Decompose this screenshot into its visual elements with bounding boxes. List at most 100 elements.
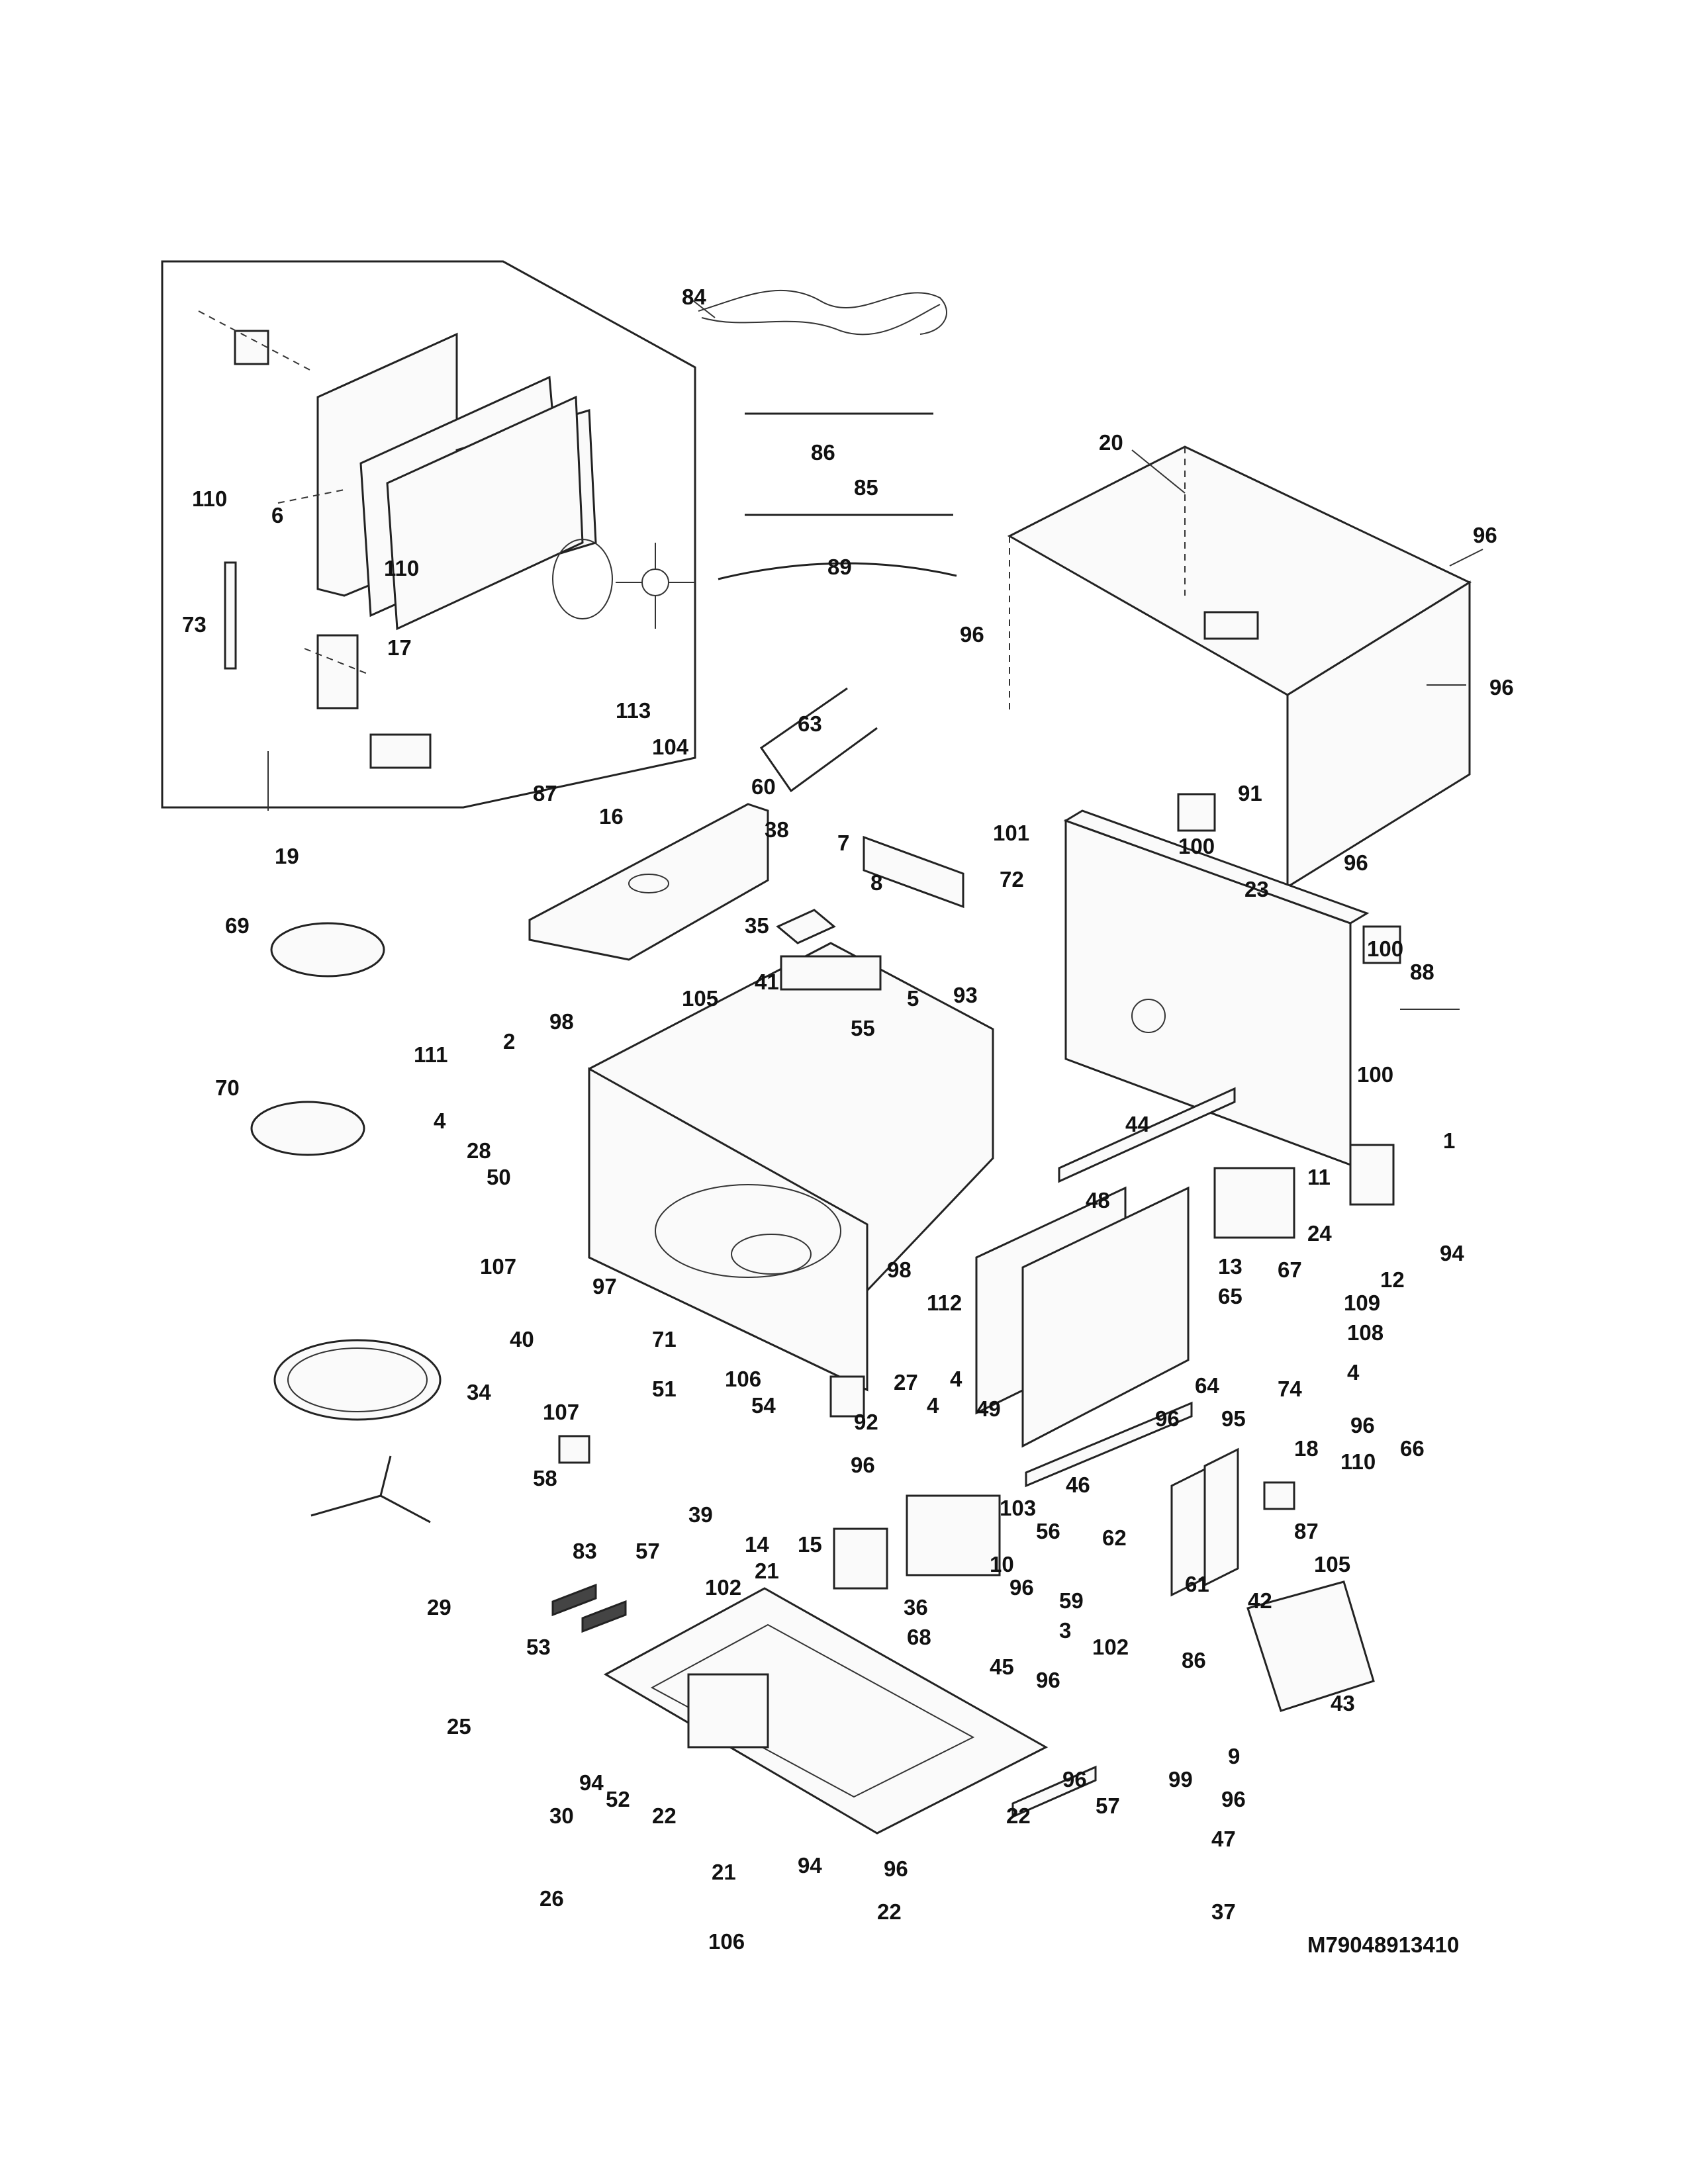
outer-case: [1007, 445, 1472, 889]
callout-67: 67: [1278, 1257, 1302, 1282]
callout-73: 73: [182, 612, 207, 637]
callout-15: 15: [798, 1532, 822, 1557]
callout-87: 87: [533, 781, 557, 805]
callout-48: 48: [1086, 1188, 1110, 1212]
callout-100c: 100: [1357, 1062, 1393, 1087]
components: [833, 1144, 1395, 1712]
callout-92: 92: [854, 1410, 878, 1434]
callout-96h: 96: [1009, 1575, 1034, 1600]
callout-38: 38: [765, 817, 789, 842]
callout-60: 60: [751, 774, 776, 799]
callout-96e: 96: [1155, 1406, 1180, 1431]
callout-35: 35: [745, 913, 769, 938]
callout-112: 112: [927, 1291, 962, 1315]
callout-17: 17: [387, 635, 412, 660]
callout-51: 51: [652, 1377, 677, 1401]
callout-43: 43: [1331, 1691, 1355, 1715]
callout-19: 19: [275, 844, 299, 868]
callout-55: 55: [851, 1016, 875, 1040]
callout-57b: 57: [1096, 1794, 1120, 1818]
callout-6: 6: [271, 503, 283, 527]
callout-86b: 86: [1182, 1648, 1206, 1672]
callout-86: 86: [811, 440, 835, 465]
top-plate: [528, 803, 769, 961]
callout-18: 18: [1294, 1436, 1319, 1461]
callout-22c: 22: [877, 1899, 902, 1924]
panel-49: [1021, 1186, 1190, 1448]
callout-11: 11: [1307, 1165, 1331, 1189]
wire-harness: [698, 289, 957, 793]
callout-64: 64: [1195, 1373, 1219, 1398]
callout-108: 108: [1347, 1320, 1383, 1345]
callout-96g: 96: [851, 1453, 875, 1477]
callout-61: 61: [1185, 1572, 1209, 1596]
callout-69: 69: [225, 913, 250, 938]
callout-110c: 110: [1340, 1449, 1376, 1474]
callout-9: 9: [1228, 1744, 1240, 1768]
callout-13: 13: [1218, 1254, 1243, 1279]
callout-109: 109: [1344, 1291, 1380, 1315]
callout-10: 10: [990, 1552, 1014, 1576]
callout-94: 94: [1440, 1241, 1464, 1265]
callout-5: 5: [907, 986, 919, 1011]
callout-7: 7: [837, 831, 849, 855]
callout-26: 26: [539, 1886, 564, 1911]
callout-40: 40: [510, 1327, 534, 1351]
callout-21: 21: [755, 1559, 779, 1583]
rails-strips: [551, 793, 1401, 1819]
callout-labels: 84 86 85 89 20 96 96 96 96 63 110 6 110 …: [182, 285, 1514, 1957]
racks-turntable: [250, 922, 442, 1524]
callout-106b: 106: [708, 1929, 745, 1954]
callout-57: 57: [635, 1539, 660, 1563]
callout-100b: 100: [1367, 936, 1403, 961]
callout-94b: 94: [579, 1770, 604, 1795]
callout-89: 89: [827, 555, 852, 579]
callout-28: 28: [467, 1138, 491, 1163]
callout-4: 4: [434, 1109, 446, 1133]
door-assembly-inset: [161, 260, 696, 809]
callout-74: 74: [1278, 1377, 1302, 1401]
callout-44: 44: [1125, 1112, 1150, 1136]
callout-96: 96: [1473, 523, 1497, 547]
callout-23: 23: [1244, 877, 1269, 901]
callout-63: 63: [798, 711, 822, 736]
callout-14: 14: [745, 1532, 769, 1557]
callout-100: 100: [1178, 834, 1215, 858]
callout-30: 30: [549, 1803, 574, 1828]
callout-68: 68: [907, 1625, 931, 1649]
callout-95: 95: [1221, 1406, 1246, 1431]
callout-1: 1: [1443, 1128, 1455, 1153]
base-plate: [603, 1587, 1049, 1835]
model-code: M79048913410: [1307, 1933, 1459, 1957]
callout-88: 88: [1410, 960, 1434, 984]
callout-84: 84: [682, 285, 706, 309]
callout-47: 47: [1211, 1827, 1236, 1851]
callout-110: 110: [192, 486, 227, 511]
callout-96c: 96: [1489, 675, 1514, 700]
leader-lines: [267, 294, 1483, 1010]
callout-41: 41: [755, 970, 779, 994]
callout-96f: 96: [1350, 1413, 1375, 1437]
callout-98: 98: [549, 1009, 574, 1034]
callout-96j: 96: [1062, 1767, 1087, 1792]
callout-8: 8: [870, 870, 882, 895]
callout-99: 99: [1168, 1767, 1193, 1792]
callout-110b: 110: [384, 556, 419, 580]
callout-107: 107: [480, 1254, 516, 1279]
callout-52: 52: [606, 1787, 630, 1811]
callout-54: 54: [751, 1393, 776, 1418]
callout-12: 12: [1380, 1267, 1405, 1292]
callout-93: 93: [953, 983, 978, 1007]
callout-56: 56: [1036, 1519, 1060, 1543]
callout-50: 50: [487, 1165, 511, 1189]
callout-27: 27: [894, 1370, 918, 1394]
callout-97: 97: [592, 1274, 617, 1298]
callout-3: 3: [1059, 1618, 1071, 1643]
callout-83: 83: [573, 1539, 597, 1563]
callout-103: 103: [1000, 1496, 1036, 1520]
callout-4d: 4: [1347, 1360, 1360, 1385]
callout-20: 20: [1099, 430, 1123, 455]
callout-102b: 102: [1092, 1635, 1129, 1659]
callout-96i: 96: [1036, 1668, 1060, 1692]
